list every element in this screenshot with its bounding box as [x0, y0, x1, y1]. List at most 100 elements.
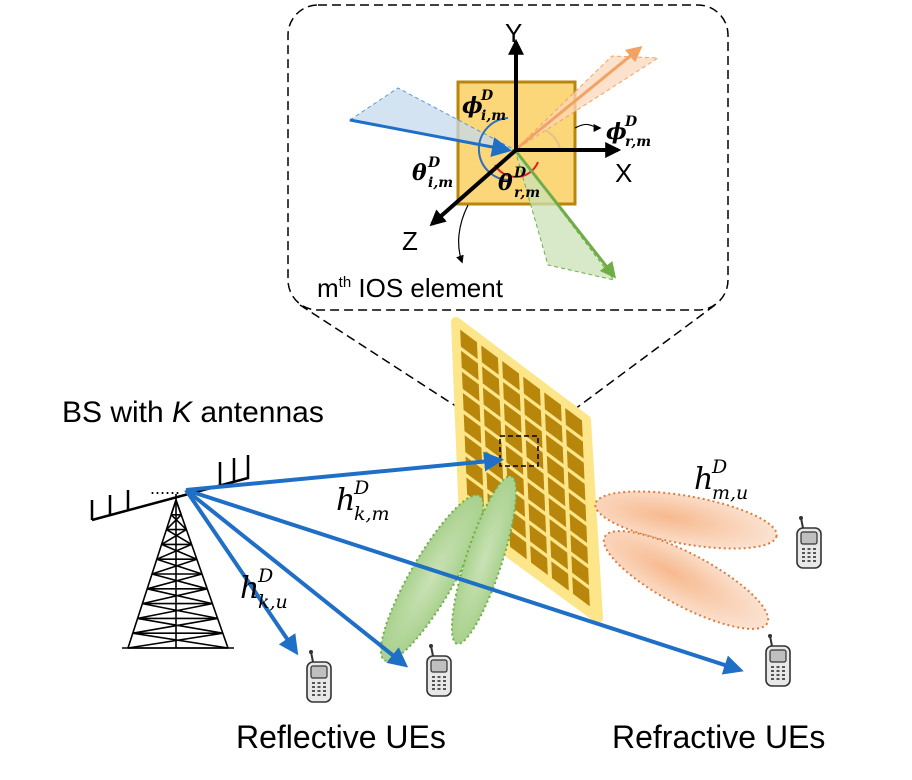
tower-strut: [170, 499, 177, 516]
ios-panel-cell: [523, 376, 541, 407]
ios-panel-cell: [550, 540, 568, 570]
reflected-arrow: [513, 149, 616, 279]
tower-strut: [165, 528, 193, 546]
svg-text:ϕ: ϕ: [462, 93, 483, 119]
tower-strut: [175, 499, 182, 516]
ios-panel: [451, 317, 603, 623]
tower-strut: [147, 588, 213, 605]
ios-panel-cell: [461, 350, 479, 381]
ios-panel-cell: [544, 392, 562, 422]
tower-strut: [142, 588, 208, 605]
ios-panel-cell: [460, 329, 478, 360]
reflect-beam-lobe-1: [379, 493, 485, 663]
svg-text:m,u: m,u: [712, 482, 748, 504]
svg-text:r,m: r,m: [514, 185, 540, 201]
tower-strut: [156, 558, 203, 575]
reflective-ue-phone-1: [306, 649, 332, 703]
phi-i-label: ϕ D i,m: [462, 88, 506, 124]
tower-strut: [142, 602, 218, 620]
ios-panel-cell: [504, 424, 523, 454]
ios-panel-cell: [571, 555, 589, 586]
ios-panel-cell: [548, 497, 567, 528]
ios-panel-cell: [551, 561, 569, 591]
svg-text:h: h: [694, 462, 713, 497]
channel-h-mu-label: h D m,u: [694, 456, 748, 504]
ios-panel-cell: [502, 361, 520, 391]
refracted-arrow: [514, 45, 643, 152]
tower-strut: [137, 617, 223, 634]
svg-text:ϕ: ϕ: [606, 119, 627, 145]
ios-panel-grid: [460, 329, 590, 607]
channel-h-ku-label: h D k,u: [240, 565, 288, 613]
refractive-ue-phone-1: [765, 633, 791, 687]
refract-beam-lobe-2: [602, 530, 770, 630]
phi-r-arc: [544, 129, 561, 149]
reflective-ue-phone-2: [426, 643, 452, 697]
axis-x-label: X: [615, 158, 632, 188]
link-bs-to-ue-1: [184, 488, 299, 656]
ios-panel-cell: [464, 435, 483, 465]
svg-text:h: h: [336, 483, 355, 518]
svg-text:θ: θ: [412, 160, 427, 186]
axis-z-label: Z: [402, 226, 418, 256]
ios-panel-cell: [545, 434, 564, 464]
tower-strut: [137, 602, 213, 620]
svg-text:D: D: [257, 565, 273, 587]
tower-strut: [170, 514, 187, 531]
theta-r-label: θ D r,m: [498, 165, 540, 201]
phi-r-pointer: [574, 123, 602, 132]
tower-strut: [161, 543, 198, 560]
tower-strut: [165, 514, 182, 531]
ios-panel-cell: [482, 366, 500, 396]
svg-text:h: h: [240, 571, 259, 606]
phi-r-label: ϕ D r,m: [606, 114, 651, 150]
svg-text:θ: θ: [498, 170, 513, 196]
ios-panel-cell: [567, 471, 586, 501]
refract-beam-lobe-1: [594, 490, 778, 550]
tower-strut: [161, 528, 187, 546]
svg-text:r,m: r,m: [625, 134, 651, 150]
zoom-callout-box: [287, 4, 729, 311]
reflective-ues-label: Reflective UEs: [236, 719, 446, 755]
ios-panel-cell: [509, 529, 527, 560]
svg-text:D: D: [624, 114, 638, 130]
tower-strut: [156, 543, 192, 560]
element-pointer: [456, 204, 469, 264]
ios-panel-cell: [565, 408, 583, 438]
theta-r-arc: [494, 161, 539, 178]
ios-panel-cell: [503, 403, 522, 433]
svg-text:i,m: i,m: [428, 175, 453, 191]
ios-panel-cell: [463, 414, 482, 444]
refractive-ues-label: Refractive UEs: [612, 719, 825, 755]
ios-panel-cell: [549, 519, 568, 549]
bs-antenna-array: [90, 455, 250, 522]
z-axis: [429, 148, 518, 227]
tower-strut: [127, 632, 223, 649]
ios-panel-cell: [527, 482, 546, 512]
ios-panel-cell: [530, 545, 548, 575]
svg-text:k,m: k,m: [354, 503, 390, 525]
tower-strut: [132, 617, 218, 634]
link-bs-to-ue-3: [185, 488, 744, 675]
ios-panel-cell: [547, 476, 566, 507]
svg-text:D: D: [480, 88, 494, 104]
tower-strut: [151, 558, 198, 575]
svg-text:D: D: [427, 155, 441, 171]
ios-panel-cell: [546, 455, 565, 486]
tower-strut: [146, 573, 203, 590]
ios-panel-cell: [569, 513, 588, 543]
tower-strut: [151, 573, 208, 590]
ios-panel-cell: [505, 445, 524, 475]
channel-h-km-label: h D k,m: [336, 477, 390, 525]
highlighted-element-box: [499, 435, 539, 467]
link-bs-to-ios: [185, 451, 504, 492]
ios-panel-cell: [461, 371, 480, 402]
bs-label: BS with K antennas: [62, 396, 324, 429]
ios-panel-cell: [503, 382, 521, 412]
ios-element-label: mth IOS element: [317, 273, 504, 303]
link-bs-to-ue-2: [184, 488, 409, 668]
theta-i-label: θ D i,m: [412, 155, 453, 191]
ios-panel-cell: [568, 492, 587, 522]
